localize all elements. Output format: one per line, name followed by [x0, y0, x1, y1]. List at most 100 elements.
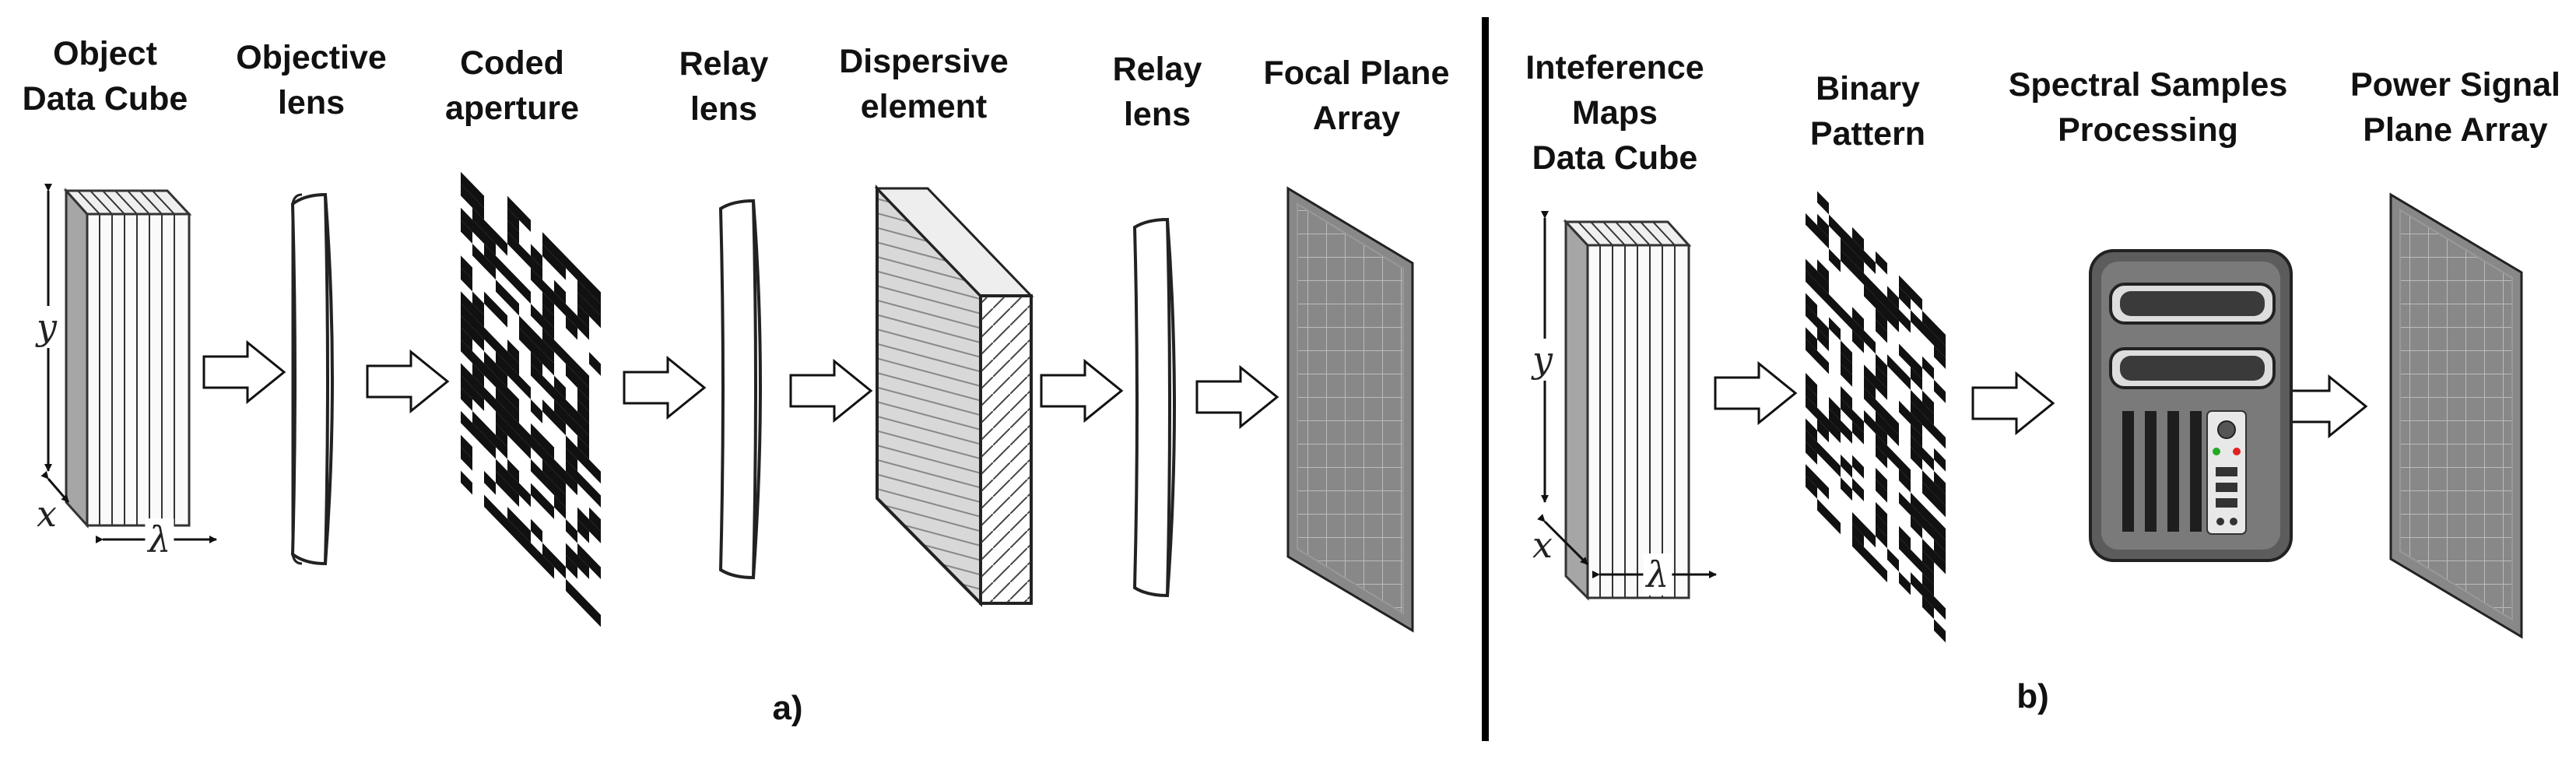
pattern-cell: [1911, 413, 1922, 437]
pattern-cell: [507, 471, 519, 495]
label-line: Binary: [1816, 70, 1920, 107]
pattern-cell: [1876, 467, 1887, 492]
pattern-cell: [1864, 546, 1876, 571]
pattern-cell: [1841, 454, 1852, 478]
pattern-cell: [1899, 400, 1911, 424]
pattern-cell: [1922, 550, 1934, 574]
pattern-cell: [1934, 516, 1946, 540]
pattern-cell: [1829, 420, 1841, 444]
pattern-cell: [1852, 455, 1864, 479]
pattern-cell: [1876, 353, 1887, 378]
pattern-cell: [566, 435, 577, 460]
axis-y-b: y: [1529, 339, 1556, 381]
pattern-cell: [1911, 504, 1922, 528]
pattern-cell: [542, 304, 554, 329]
binary-pattern-cells: [1806, 191, 1946, 643]
pattern-cell: [461, 339, 472, 364]
pattern-cell: [1864, 524, 1876, 548]
pattern-cell: [507, 507, 519, 531]
label-line: Array: [1312, 100, 1401, 137]
pattern-cell: [1876, 525, 1887, 549]
pattern-cell: [496, 423, 507, 448]
label-line: Objective: [236, 39, 387, 76]
panel-divider: [1482, 17, 1489, 741]
pattern-cell: [1911, 401, 1922, 425]
pattern-cell: [531, 459, 542, 483]
pattern-cell: [496, 387, 507, 412]
pattern-cell: [1899, 525, 1911, 550]
label-relay-lens-2: Relay lens: [1113, 47, 1202, 137]
pattern-cell: [554, 554, 566, 579]
pattern-cell: [472, 303, 484, 328]
pattern-cell: [484, 423, 496, 448]
pattern-cell: [507, 483, 519, 508]
pattern-cell: [519, 423, 531, 448]
pattern-cell: [1876, 376, 1887, 400]
pattern-cell: [472, 387, 484, 412]
pattern-cell: [542, 375, 554, 400]
pattern-cell: [1852, 329, 1864, 353]
pattern-cell: [461, 470, 472, 495]
pattern-cell: [1852, 477, 1864, 502]
label-line: element: [860, 88, 988, 125]
label-line: Coded: [460, 44, 564, 82]
pattern-cell: [542, 315, 554, 340]
pattern-cell: [577, 315, 589, 340]
pattern-cell: [472, 363, 484, 388]
pattern-cell: [554, 459, 566, 483]
pattern-cell: [472, 184, 484, 208]
block-arrows-a: [202, 339, 1279, 430]
pattern-cell: [1864, 387, 1876, 411]
label-dispersive-element: Dispersive element: [839, 39, 1009, 129]
pattern-cell: [1911, 355, 1922, 379]
interference-data-cube: [1563, 219, 1692, 601]
pattern-cell: [519, 327, 531, 352]
pattern-cell: [461, 434, 472, 459]
pattern-cell: [542, 291, 554, 316]
pattern-cell: [1934, 482, 1946, 506]
objective-lens: [290, 192, 334, 566]
pattern-cell: [589, 304, 601, 329]
pattern-cell: [1911, 492, 1922, 516]
label-objective-lens: Objective lens: [236, 35, 387, 125]
caption-b: b): [2016, 677, 2049, 715]
pattern-cell: [1911, 515, 1922, 539]
pattern-cell: [496, 459, 507, 483]
pattern-cell: [554, 292, 566, 316]
pattern-cell: [472, 220, 484, 244]
pattern-cell: [1899, 537, 1911, 561]
pattern-cell: [496, 351, 507, 376]
pattern-cell: [1934, 322, 1946, 346]
pattern-cell: [566, 459, 577, 483]
pattern-cell: [1922, 504, 1934, 529]
pattern-cell: [542, 554, 554, 579]
pattern-cell: [1911, 310, 1922, 334]
label-line: Plane Array: [2363, 111, 2548, 149]
dispersive-element: [874, 184, 1034, 607]
pattern-cell: [577, 388, 589, 412]
pattern-cell: [1911, 572, 1922, 596]
pattern-cell: [1922, 311, 1934, 335]
pattern-cell: [1899, 275, 1911, 299]
pattern-cell: [542, 351, 554, 376]
pattern-cell: [577, 279, 589, 304]
pattern-cell: [1876, 479, 1887, 503]
pattern-cell: [1829, 317, 1841, 341]
pattern-cell: [1899, 366, 1911, 390]
pattern-cell: [577, 423, 589, 448]
pattern-cell: [1876, 365, 1887, 389]
pattern-cell: [554, 339, 566, 364]
pattern-cell: [1852, 261, 1864, 285]
pattern-cell: [496, 279, 507, 304]
pattern-cell: [1806, 418, 1817, 442]
pattern-cell: [1817, 259, 1829, 283]
pattern-cell: [1876, 410, 1887, 434]
pattern-cell: [589, 603, 601, 627]
pattern-cell: [461, 446, 472, 471]
label-line: Pattern: [1809, 115, 1926, 153]
pattern-cell: [1806, 339, 1817, 363]
label-line: Object: [53, 35, 157, 72]
pattern-cell: [519, 435, 531, 459]
pattern-cell: [589, 352, 601, 376]
pattern-cell: [531, 543, 542, 567]
